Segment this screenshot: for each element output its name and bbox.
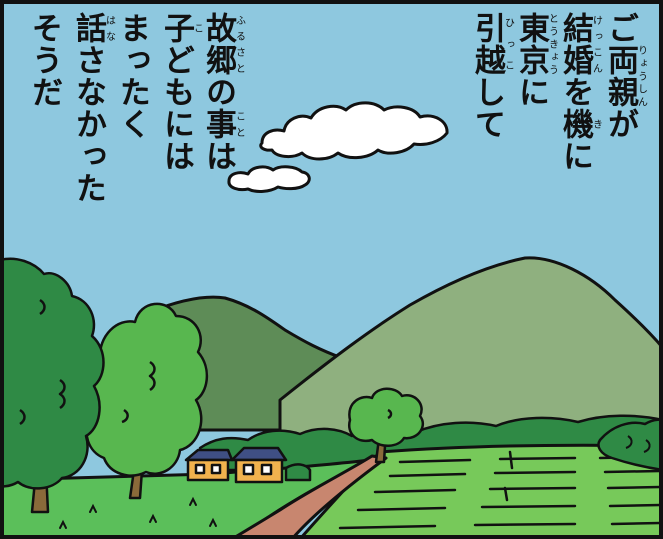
ruby-word: 引越ひっこ bbox=[469, 12, 514, 76]
narration-text: に bbox=[513, 76, 549, 108]
ruby-word: 機き bbox=[557, 108, 602, 140]
narration-text: して bbox=[469, 76, 505, 140]
bush-strokes bbox=[625, 435, 651, 453]
narration-col-1: ご両親りょうしんが bbox=[602, 12, 647, 140]
furigana: とうきょう bbox=[546, 12, 558, 76]
cloud-large bbox=[259, 101, 449, 161]
narration-col-5: 故郷ふるさとの事ことは bbox=[200, 12, 245, 172]
narration-col-3: 東京とうきょうに bbox=[513, 12, 558, 108]
narration-text: は bbox=[200, 140, 236, 172]
narration-col-9: そうだ bbox=[26, 12, 62, 108]
furigana: ひっこ bbox=[502, 12, 514, 76]
narration-col-2: 結婚けっこんを機きに bbox=[557, 12, 602, 172]
ruby-word: 東京とうきょう bbox=[513, 12, 558, 76]
narration-text: を bbox=[557, 76, 593, 108]
ruby-word: 故郷ふるさと bbox=[200, 12, 245, 76]
tree-dark-left bbox=[0, 257, 105, 514]
ruby-word: 話はな bbox=[70, 12, 115, 44]
narration-col-8: 話はなさなかった bbox=[70, 12, 115, 204]
furigana: き bbox=[590, 108, 602, 140]
furigana: ふるさと bbox=[233, 12, 245, 76]
narration-text: が bbox=[602, 108, 638, 140]
tree-middle bbox=[347, 387, 425, 464]
furigana: こ bbox=[191, 12, 203, 44]
narration-col-6: 子こどもには bbox=[158, 12, 203, 172]
ruby-word: 結婚けっこん bbox=[557, 12, 602, 76]
ruby-word: 事こと bbox=[200, 108, 245, 140]
narration-text: そうだ bbox=[26, 12, 62, 108]
furigana: こと bbox=[233, 108, 245, 140]
narration-text: ご bbox=[602, 12, 638, 44]
dirt-path bbox=[230, 454, 388, 539]
narration-text: さなかった bbox=[70, 44, 106, 204]
narration-text: どもには bbox=[158, 44, 194, 172]
narration-text: まったく bbox=[114, 12, 150, 140]
cloud-small bbox=[227, 165, 311, 193]
ruby-word: 子こ bbox=[158, 12, 203, 44]
furigana: りょうしん bbox=[635, 44, 647, 108]
ruby-word: 両親りょうしん bbox=[602, 44, 647, 108]
field-furrows bbox=[338, 450, 662, 530]
narration-text: に bbox=[557, 140, 593, 172]
narration-col-7: まったく bbox=[114, 12, 150, 140]
grass-tufts bbox=[59, 496, 217, 529]
furigana: はな bbox=[103, 12, 115, 44]
narration-col-4: 引越ひっこして bbox=[469, 12, 514, 140]
narration-text: の bbox=[200, 76, 236, 108]
houses bbox=[184, 446, 312, 484]
furigana: けっこん bbox=[590, 12, 602, 76]
